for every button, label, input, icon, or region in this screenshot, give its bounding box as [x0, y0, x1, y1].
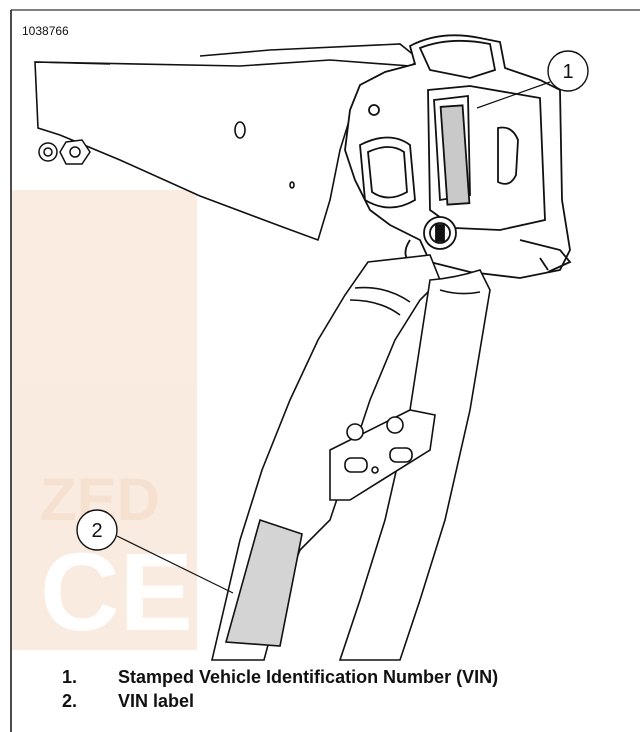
callout-1: 1: [476, 50, 589, 109]
figure-id: 1038766: [22, 24, 69, 38]
legend-item-2: 2. VIN label: [62, 689, 498, 713]
mount-bracket: [329, 409, 436, 501]
legend-item-2-text: VIN label: [118, 690, 195, 711]
left-bolts: [38, 139, 91, 165]
legend-item-1-text: Stamped Vehicle Identification Number (V…: [118, 666, 499, 687]
callout-2: 2: [76, 509, 234, 594]
legend-item-2-number: 2.: [62, 690, 78, 711]
legend: 1. Stamped Vehicle Identification Number…: [62, 665, 498, 713]
down-tube-right: [338, 269, 491, 661]
steering-head: [344, 34, 572, 279]
vin-label-band: [224, 518, 303, 647]
svg-text:CE: CE: [40, 531, 193, 654]
legend-item-1: 1. Stamped Vehicle Identification Number…: [62, 665, 498, 689]
watermark: ZED CE: [12, 190, 197, 654]
callout-2-number: 2: [91, 520, 102, 542]
callout-1-number: 1: [562, 61, 573, 83]
legend-item-1-number: 1.: [62, 666, 78, 687]
